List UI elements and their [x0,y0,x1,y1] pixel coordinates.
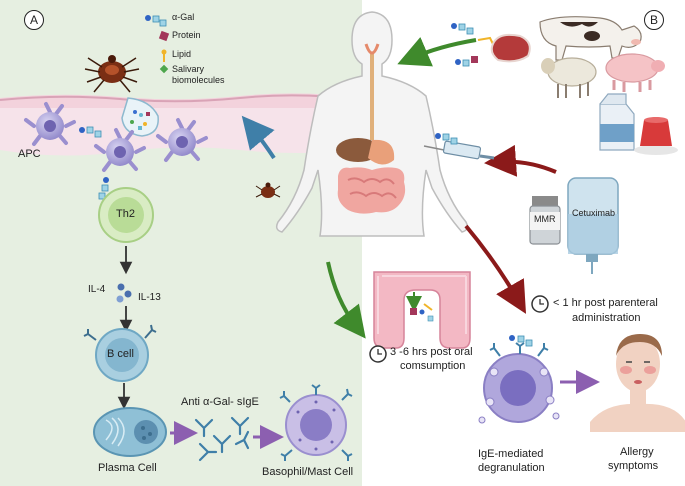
alpha-gal-icon [145,15,167,27]
arrow-drugs-to-syringe [484,144,557,177]
sheep-icon [541,57,597,98]
allergic-patient-icon [590,334,685,432]
lipid-icon [161,49,167,62]
label-ige-line1: IgE-mediated [478,448,544,460]
cetuximab-iv-bag-icon [567,177,619,274]
label-oral-line2: comsumption [400,360,466,372]
clock-icon-parenteral [531,295,549,313]
label-th2: Th2 [116,208,135,220]
pig-icon [605,53,665,92]
label-mmr: MMR [534,214,556,224]
th2-cell [98,187,154,243]
digestive-tract-graphic [336,43,406,214]
b-cell [83,324,157,382]
protein-icon [158,30,170,42]
salivary-biomolecule-icon [159,64,169,74]
antibody-group [194,416,250,462]
apc-cell-2 [94,128,146,172]
legend-label-protein: Protein [172,30,201,40]
label-oral-line1: 3 -6 hrs post oral [390,346,473,358]
label-parenteral-line2: administration [572,312,641,324]
basophil-mast-cell [279,384,353,461]
syringe-icon [423,133,495,160]
label-apc: APC [18,148,41,160]
plasma-cell [93,407,167,457]
gelatin-dessert-icon [634,117,678,155]
saliva-droplet-graphic [121,97,159,137]
apc-cell-1 [24,102,76,146]
arrow-parenteral-to-degranulation [464,224,527,314]
arrow-tick-to-skin [241,115,276,160]
legend-label-alpha-gal: α-Gal [172,12,195,22]
label-cetuximab: Cetuximab [572,208,616,218]
label-allergy-line1: Allergy [620,446,654,458]
label-b-cell: B cell [107,348,134,360]
label-plasma-cell: Plasma Cell [98,462,157,474]
panel-b-badge: B [644,10,664,30]
tick-icon [84,55,140,93]
label-anti-alpha-gal-sige: Anti α-Gal- sIgE [181,396,259,408]
arrow-gut-to-intestine [326,261,366,339]
label-il13: IL-13 [138,292,161,303]
legend-label-salivary-line1: Salivary [172,64,205,74]
cytokine-dots [116,283,132,303]
degranulating-mast-cell [478,335,560,424]
label-il4: IL-4 [88,284,106,295]
label-basophil-mast-cell: Basophil/Mast Cell [262,466,354,478]
panel-a-badge: A [24,10,44,30]
label-ige-line2: degranulation [478,462,545,474]
apc-cell-3 [156,118,208,162]
intestinal-villi-graphic [373,271,471,349]
legend-icons [145,15,170,74]
alpha-gal-chain-apc [79,126,109,200]
cow-icon [539,16,642,61]
label-allergy-line2: symptoms [608,460,659,472]
label-parenteral-line1: < 1 hr post parenteral [553,297,658,309]
arrow-food-to-mouth [397,36,477,67]
mmr-vial-icon [529,196,561,245]
milk-carton-icon [599,93,635,151]
legend-label-lipid: Lipid [172,49,192,59]
steak-with-alpha-gal-icon [451,23,531,67]
clock-icon-oral [369,345,387,363]
tick-on-hand-icon [255,182,281,198]
legend-label-salivary-line2: biomolecules [172,75,225,85]
